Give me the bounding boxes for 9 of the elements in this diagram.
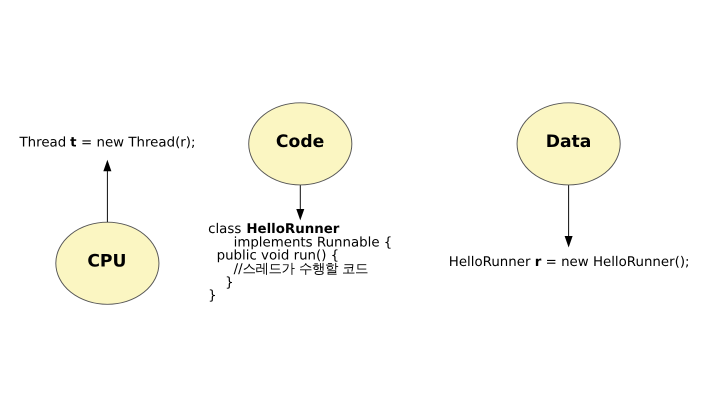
arrow bbox=[564, 184, 573, 248]
node-ellipse: Data bbox=[516, 102, 621, 186]
node-ellipse: Code bbox=[248, 102, 352, 186]
node-ellipse: CPU bbox=[55, 222, 160, 305]
arrow bbox=[296, 184, 304, 220]
node-text: Thread t = new Thread(r); bbox=[20, 135, 196, 150]
node-text: class HelloRunner implements Runnable { public void run() { //스레드가 수행할 코드 } } bbox=[208, 222, 392, 304]
node-text: HelloRunner r = new HelloRunner(); bbox=[448, 254, 690, 270]
arrow bbox=[103, 160, 112, 223]
